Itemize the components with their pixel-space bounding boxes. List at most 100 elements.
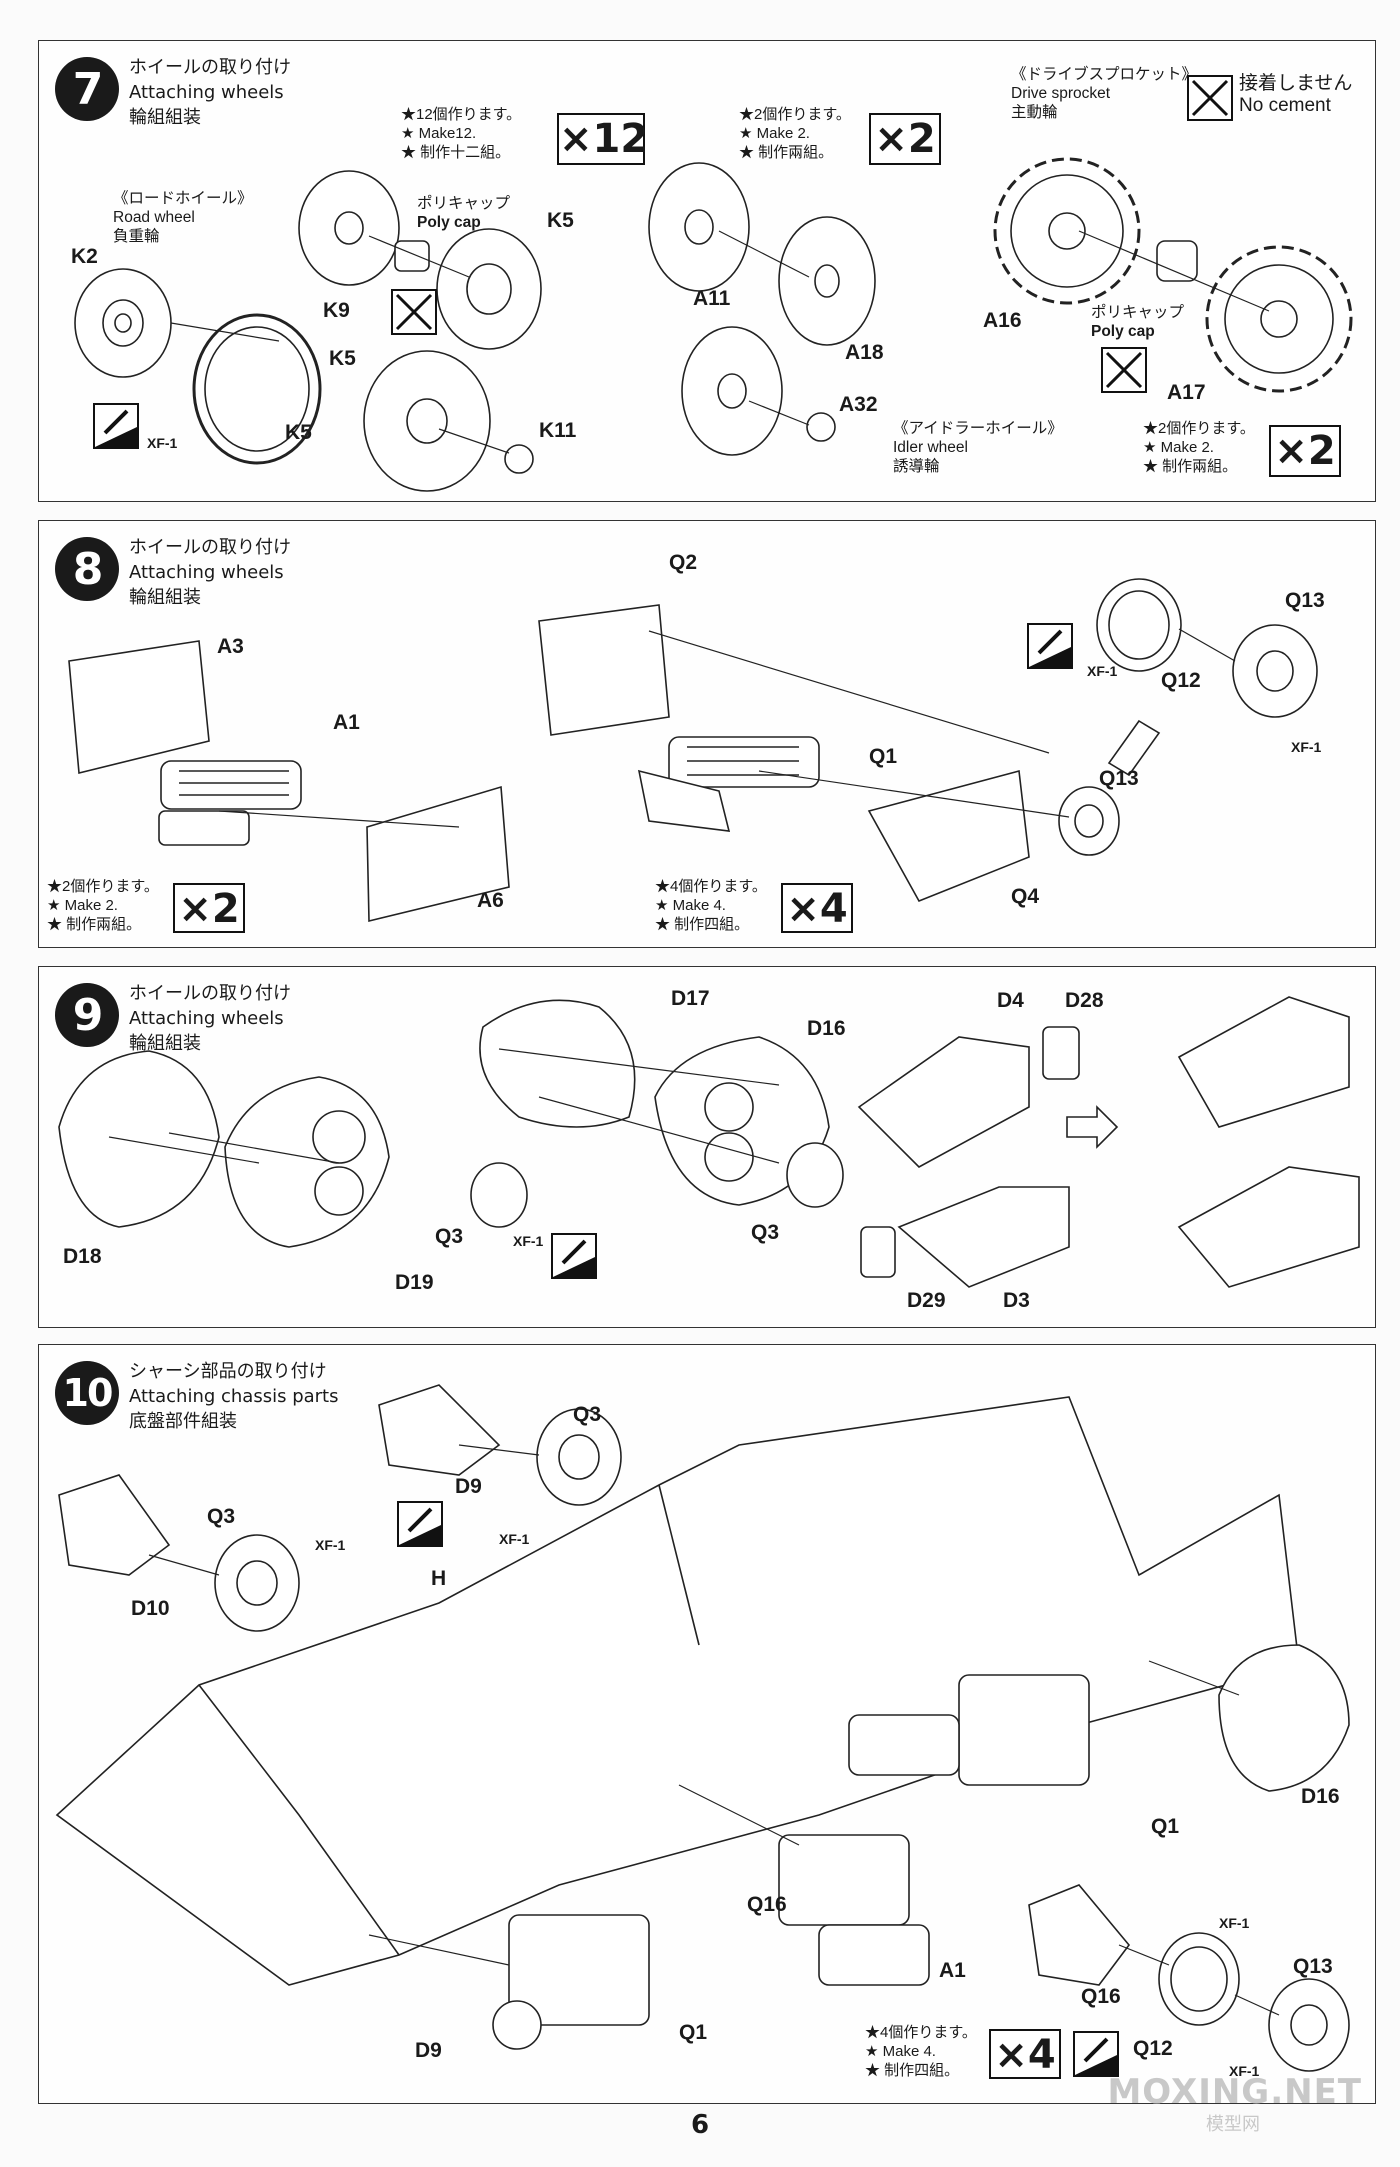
multiplier-badge-2b: ×2 [1269, 425, 1341, 477]
step-7-panel: 7 ホイールの取り付け Attaching wheels 輪組組装 《ロードホイ… [38, 40, 1376, 502]
make-4-note: ★4個作ります。★ Make 4.★ 制作四組。 [655, 878, 767, 933]
part-q1: Q1 [1151, 1815, 1180, 1838]
part-q3: Q3 [207, 1505, 236, 1528]
part-a11: A11 [693, 287, 731, 310]
part-d17: D17 [671, 987, 710, 1010]
part-q4: Q4 [1011, 885, 1040, 908]
title-english: Attaching wheels [129, 562, 284, 583]
part-k11: K11 [539, 419, 577, 442]
step-number-badge: 9 [55, 983, 119, 1047]
part-d16: D16 [1301, 1785, 1340, 1808]
no-cement-icon [1187, 75, 1233, 121]
title-chinese: 輪組組装 [129, 1033, 201, 1054]
part-k5: K5 [547, 209, 574, 232]
title-chinese: 底盤部件組装 [129, 1411, 237, 1432]
title-japanese: ホイールの取り付け [129, 983, 291, 1004]
part-d9: D9 [415, 2039, 442, 2062]
no-cement-icon-b [1101, 347, 1147, 393]
multiplier-badge-12: ×12 [557, 113, 648, 165]
paint-code: XF-1 [315, 1537, 346, 1553]
part-d9: D9 [455, 1475, 482, 1498]
part-d16: D16 [807, 1017, 846, 1040]
part-k9: K9 [323, 299, 350, 322]
part-d18: D18 [63, 1245, 102, 1268]
paint-brush-icon [1027, 623, 1073, 669]
step-number-badge: 8 [55, 537, 119, 601]
title-japanese: ホイールの取り付け [129, 57, 291, 78]
make-2-note-a: ★2個作ります。★ Make 2.★ 制作兩組。 [739, 106, 851, 161]
make-2-note-b: ★2個作ります。★ Make 2.★ 制作兩組。 [1143, 420, 1255, 475]
make-12-note: ★12個作ります。★ Make12.★ 制作十二組。 [401, 106, 522, 161]
part-d28: D28 [1065, 989, 1104, 1012]
make-4-note: ★4個作ります。★ Make 4.★ 制作四組。 [865, 2024, 977, 2079]
step-7-illustration [74, 157, 1353, 492]
paint-brush-icon [397, 1501, 443, 1547]
title-japanese: ホイールの取り付け [129, 537, 291, 558]
part-d10: D10 [131, 1597, 170, 1620]
paint-code: XF-1 [1219, 1915, 1250, 1931]
paint-brush-icon [93, 403, 139, 449]
part-q3: Q3 [573, 1403, 602, 1426]
step-9-panel: 9 ホイールの取り付け Attaching wheels 輪組組装 XF-1 D… [38, 966, 1376, 1328]
part-a18: A18 [845, 341, 884, 364]
part-a16: A16 [983, 309, 1022, 332]
part-q3: Q3 [751, 1221, 780, 1244]
part-k2: K2 [71, 245, 98, 268]
title-english: Attaching chassis parts [129, 1386, 339, 1407]
page-number: 6 [690, 2110, 710, 2140]
multiplier-badge-2a: ×2 [869, 113, 941, 165]
paint-code: XF-1 [499, 1531, 530, 1547]
paint-code: XF-1 [147, 435, 178, 451]
part-a1: A1 [939, 1959, 966, 1982]
watermark-subtitle: 模型网 [1206, 2114, 1260, 2135]
step-10-illustration [55, 1384, 1350, 2072]
part-q12: Q12 [1133, 2037, 1173, 2060]
part-k5: K5 [285, 421, 312, 444]
title-chinese: 輪組組装 [129, 587, 201, 608]
title-japanese: シャーシ部品の取り付け [129, 1361, 327, 1382]
step-9-illustration [58, 996, 1360, 1288]
part-q2: Q2 [669, 551, 698, 574]
part-q1: Q1 [679, 2021, 708, 2044]
part-d29: D29 [907, 1289, 946, 1312]
paint-brush-icon [551, 1233, 597, 1279]
part-a17: A17 [1167, 381, 1206, 404]
paint-code: XF-1 [1087, 663, 1118, 679]
step-title: シャーシ部品の取り付け Attaching chassis parts 底盤部件… [129, 1359, 339, 1434]
step-title: ホイールの取り付け Attaching wheels 輪組組装 [129, 55, 291, 130]
paint-brush-icon [1073, 2031, 1119, 2077]
part-q13: Q13 [1285, 589, 1325, 612]
multiplier-badge-2: ×2 [173, 883, 245, 933]
part-a1: A1 [333, 711, 360, 734]
part-q1: Q1 [869, 745, 898, 768]
part-d4: D4 [997, 989, 1024, 1012]
step-title: ホイールの取り付け Attaching wheels 輪組組装 [129, 535, 291, 610]
part-k5: K5 [329, 347, 356, 370]
part-d19: D19 [395, 1271, 434, 1294]
paint-code: XF-1 [1291, 739, 1322, 755]
part-h: H [431, 1567, 447, 1590]
make-2-note: ★2個作ります。★ Make 2.★ 制作兩組。 [47, 878, 159, 933]
step-title: ホイールの取り付け Attaching wheels 輪組組装 [129, 981, 291, 1056]
title-english: Attaching wheels [129, 1008, 284, 1029]
step-number-badge: 10 [55, 1361, 119, 1425]
step-8-illustration [68, 578, 1318, 923]
no-cement-icon-c [391, 289, 437, 335]
part-q13: Q13 [1293, 1955, 1333, 1978]
part-a3: A3 [217, 635, 244, 658]
multiplier-badge-4: ×4 [989, 2029, 1061, 2079]
watermark-logo: MOXING.NET [1107, 2072, 1362, 2112]
part-q16: Q16 [747, 1893, 787, 1916]
part-a6: A6 [477, 889, 504, 912]
paint-code: XF-1 [513, 1233, 544, 1249]
part-q3: Q3 [435, 1225, 464, 1248]
step-10-panel: 10 シャーシ部品の取り付け Attaching chassis parts 底… [38, 1344, 1376, 2104]
title-chinese: 輪組組装 [129, 107, 201, 128]
multiplier-badge-4: ×4 [781, 883, 853, 933]
